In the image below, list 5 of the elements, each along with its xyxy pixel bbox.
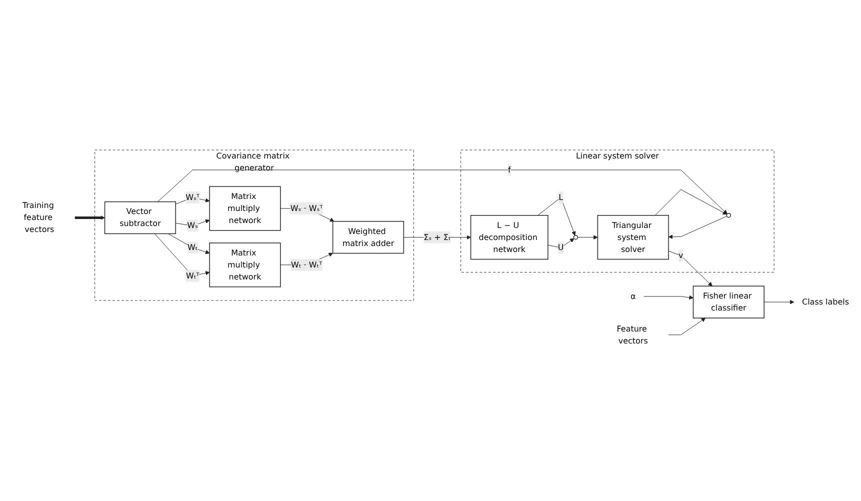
node-circle xyxy=(726,213,732,218)
node-circle xyxy=(573,235,578,240)
arrow xyxy=(74,216,105,220)
arrow xyxy=(764,300,794,304)
arrow xyxy=(538,197,576,236)
